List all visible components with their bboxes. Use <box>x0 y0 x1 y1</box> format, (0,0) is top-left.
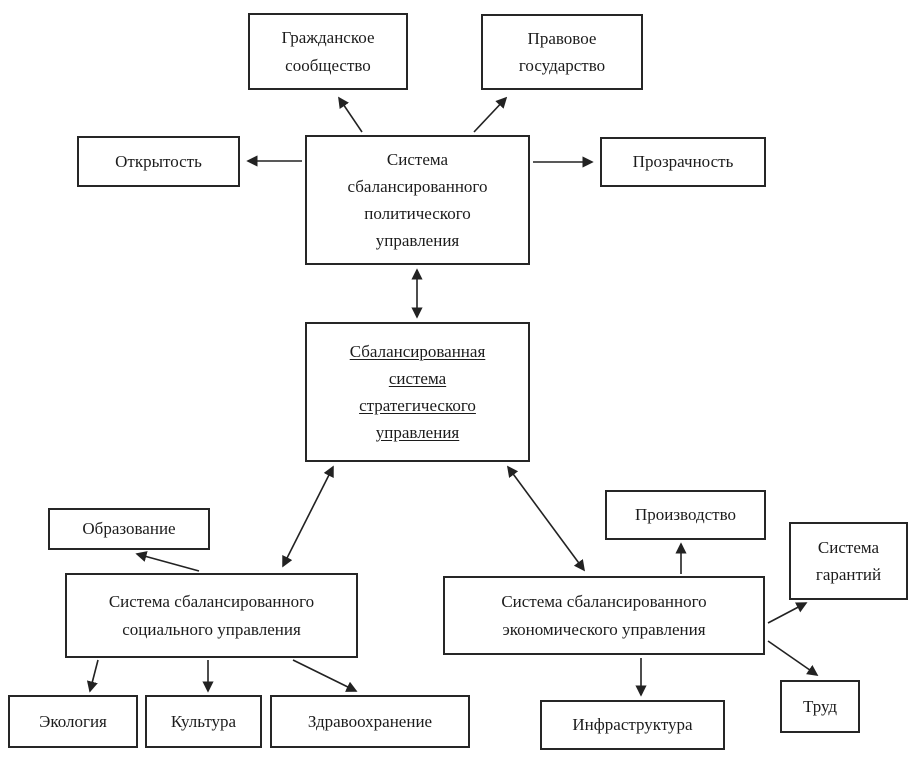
node-ecology-label: Экология <box>39 711 107 731</box>
node-guarantee-system-label: Система гарантий <box>815 537 882 584</box>
arrow-economic-to-labor-icon <box>767 640 819 676</box>
node-openness: Открытость <box>77 136 240 187</box>
node-labor-label: Труд <box>802 696 838 716</box>
node-strategic-system-label: Сбалансированная система стратегического… <box>349 341 486 443</box>
node-production: Производство <box>605 490 766 540</box>
arrow-strategic-social-double-icon <box>282 465 334 568</box>
node-openness-label: Открытость <box>115 151 202 171</box>
arrow-social-to-ecology-icon <box>86 659 99 693</box>
node-culture-label: Культура <box>170 711 237 731</box>
node-ecology: Экология <box>8 695 138 748</box>
node-infrastructure: Инфраструктура <box>540 700 725 750</box>
node-economic-system-label: Система сбалансированного экономического… <box>501 592 707 639</box>
arrow-political-to-civil-society-icon <box>338 96 363 133</box>
node-healthcare: Здравоохранение <box>270 695 470 748</box>
node-guarantee-system: Система гарантий <box>789 522 908 600</box>
node-transparency: Прозрачность <box>600 137 766 187</box>
node-culture: Культура <box>145 695 262 748</box>
node-legal-state-label: Правовое государство <box>518 28 606 75</box>
node-legal-state: Правовое государство <box>481 14 643 90</box>
node-production-label: Производство <box>634 505 737 525</box>
node-education-label: Образование <box>82 519 176 539</box>
node-infrastructure-label: Инфраструктура <box>572 715 693 735</box>
node-social-system-label: Система сбалансированного социального уп… <box>108 592 315 639</box>
node-economic-system: Система сбалансированного экономического… <box>443 576 765 655</box>
arrow-economic-to-guarantee-icon <box>767 602 808 624</box>
node-social-system: Система сбалансированного социального уп… <box>65 573 358 658</box>
node-healthcare-label: Здравоохранение <box>307 711 433 731</box>
node-labor: Труд <box>780 680 860 733</box>
node-education: Образование <box>48 508 210 550</box>
node-civil-society: Гражданское сообщество <box>248 13 408 90</box>
node-transparency-label: Прозрачность <box>632 152 734 172</box>
arrow-political-to-legal-state-icon <box>473 96 508 133</box>
node-civil-society-label: Гражданское сообщество <box>281 28 375 75</box>
arrow-social-to-education-icon <box>135 551 200 572</box>
arrow-social-to-healthcare-icon <box>292 659 358 692</box>
node-political-system: Система сбалансированного политического … <box>305 135 530 265</box>
node-strategic-system: Сбалансированная система стратегического… <box>305 322 530 462</box>
node-political-system-label: Система сбалансированного политического … <box>347 149 488 251</box>
arrow-strategic-economic-double-icon <box>507 465 585 572</box>
